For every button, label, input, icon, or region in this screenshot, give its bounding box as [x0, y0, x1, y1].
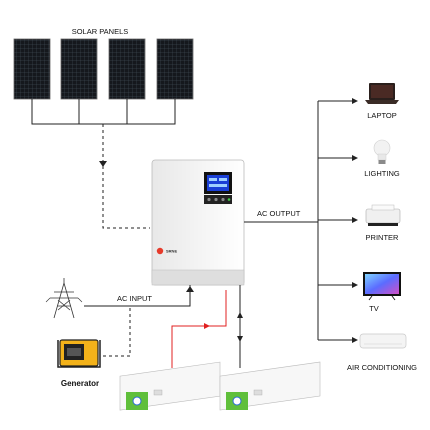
ac-output-arrows [352, 98, 358, 343]
inverter-brand: SRNE [166, 249, 177, 254]
solar-panels-label: SOLAR PANELS [72, 27, 129, 36]
ac-input-label: AC INPUT [117, 294, 152, 303]
charge-arrow [204, 323, 210, 329]
tv-icon [363, 272, 401, 300]
generator-label: Generator [61, 379, 99, 388]
light-bulb-icon [374, 140, 390, 164]
ac-output-wiring [244, 101, 352, 340]
printer-icon [366, 205, 400, 226]
load-label-tv: TV [369, 304, 379, 313]
dc-arrow [99, 161, 107, 167]
solar-panel [157, 39, 193, 99]
solar-panel [61, 39, 97, 99]
solar-panel [14, 39, 50, 99]
load-label-lighting: LIGHTING [364, 169, 400, 178]
ac-output-label: AC OUTPUT [257, 209, 301, 218]
ac-input-arrow [186, 286, 194, 292]
solar-panel [109, 39, 145, 99]
solar-panels [14, 39, 193, 99]
load-label-printer: PRINTER [366, 233, 400, 242]
load-label-laptop: LAPTOP [367, 111, 396, 120]
transmission-tower-icon [46, 278, 82, 318]
discharge-arrow-up [237, 312, 243, 318]
battery-module [120, 362, 220, 410]
inverter-logo-icon [157, 248, 163, 254]
air-conditioner-icon [360, 334, 406, 348]
inverter: SRNE [152, 160, 244, 285]
battery-module [220, 362, 320, 410]
load-label-air-conditioning: AIR CONDITIONING [347, 363, 417, 372]
discharge-arrow-down [237, 336, 243, 342]
generator-icon [58, 340, 100, 367]
laptop-icon [365, 83, 399, 104]
